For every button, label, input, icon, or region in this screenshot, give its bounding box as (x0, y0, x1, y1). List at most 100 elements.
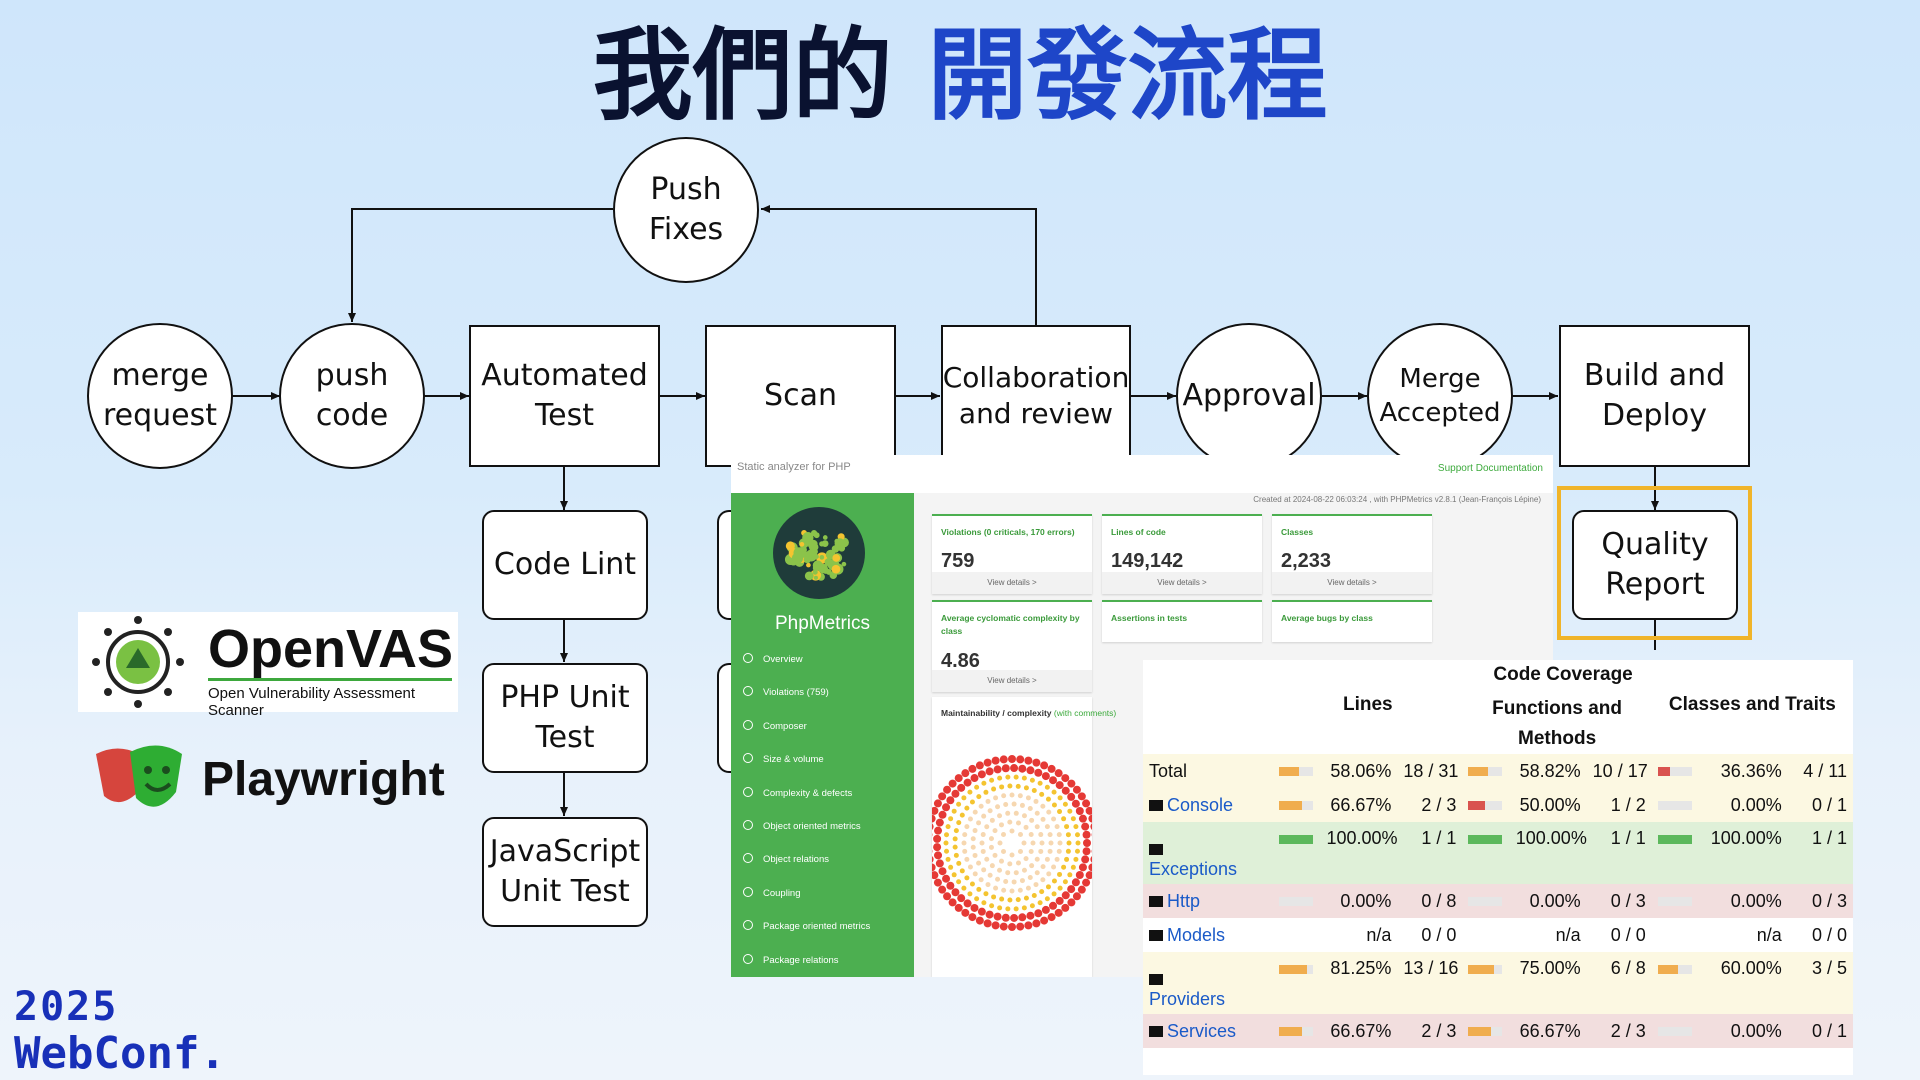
bubble (967, 789, 973, 795)
bubble (1005, 810, 1011, 816)
coverage-bar (1279, 897, 1314, 907)
node-scan: Scan (705, 325, 896, 467)
card-avg-complexity[interactable]: Average cyclomatic complexity by class 4… (932, 600, 1092, 692)
menu-item-label: Complexity & defects (763, 787, 853, 799)
coverage-row-name[interactable]: Http (1143, 884, 1273, 918)
coverage-row-name[interactable]: Models (1143, 918, 1273, 952)
phpmetrics-menu-item[interactable]: Coupling (743, 886, 870, 920)
phpmetrics-menu-item[interactable]: Composer (743, 719, 870, 753)
bubble (992, 852, 998, 858)
bubble (1013, 774, 1019, 780)
logo-dot (812, 569, 818, 575)
bubble (1024, 921, 1033, 930)
bubble (963, 899, 972, 908)
bubble (1009, 792, 1015, 798)
bubble (1057, 871, 1063, 877)
bubble (1057, 795, 1063, 801)
bubble (1025, 795, 1031, 801)
bubble (1023, 856, 1029, 862)
node-js-unit-test: JavaScript Unit Test (482, 817, 648, 927)
bubble (999, 858, 1004, 864)
phpmetrics-menu-item[interactable]: Package oriented metrics (743, 920, 870, 953)
bubble (988, 844, 994, 850)
phpmetrics-menu-item[interactable]: Object relations (743, 853, 870, 886)
bubble (1075, 806, 1084, 815)
bubble (1083, 839, 1091, 847)
bubble (956, 879, 962, 885)
phpmetrics-tagline: Static analyzer for PHP (737, 461, 851, 473)
menu-item-icon (743, 953, 753, 964)
bubble (970, 844, 976, 850)
bubble (1067, 872, 1073, 878)
bubble (981, 867, 987, 873)
bubble (942, 803, 951, 812)
card-lines-of-code[interactable]: Lines of code 149,142 View details > (1102, 514, 1262, 594)
bubble (1007, 861, 1013, 867)
bubble (1001, 913, 1010, 922)
bubble (1054, 856, 1060, 862)
phpmetrics-menu-item[interactable]: Violations (759) (743, 686, 870, 719)
bubble (989, 817, 995, 823)
coverage-bar (1657, 767, 1692, 777)
bubble (1047, 764, 1056, 773)
bubble (991, 921, 1000, 930)
coverage-bar (1657, 897, 1692, 907)
phpmetrics-menu-item[interactable]: Overview (743, 653, 870, 686)
coverage-bar-cell (1462, 918, 1509, 952)
card-details-link[interactable]: View details > (932, 670, 1092, 692)
phpmetrics-menu-item[interactable]: Object oriented metrics (743, 819, 870, 853)
card-details-link[interactable]: View details > (1272, 572, 1432, 594)
bubble (1025, 885, 1031, 891)
bubble (1029, 817, 1035, 823)
phpmetrics-menu-item[interactable]: Complexity & defects (743, 786, 870, 820)
bubble (1057, 885, 1063, 891)
support-docs-link[interactable]: Support Documentation (1437, 463, 1543, 474)
card-avg-bugs[interactable]: Average bugs by class (1272, 600, 1432, 642)
card-details-link[interactable]: View details > (1102, 572, 1262, 594)
coverage-row-name[interactable]: Providers (1143, 952, 1273, 1014)
node-push-fixes: Push Fixes (613, 137, 759, 283)
coverage-row-name[interactable]: Exceptions (1143, 822, 1273, 884)
bubble (948, 816, 954, 822)
card-violations[interactable]: Violations (0 criticals, 170 errors) 759… (932, 514, 1092, 594)
card-details-link[interactable]: View details > (932, 572, 1092, 594)
bubble (1078, 814, 1087, 823)
menu-item-icon (743, 653, 753, 663)
phpmetrics-topbar: Static analyzer for PHP Support Document… (731, 455, 1553, 493)
bubble (1040, 864, 1046, 870)
phpmetrics-menu-item[interactable]: Size & volume (743, 753, 870, 786)
phpmetrics-menu-item[interactable]: Package relations (743, 953, 870, 977)
menu-item-icon (743, 886, 753, 897)
node-automated-test: Automated Test (469, 325, 660, 467)
bubble (1023, 785, 1029, 791)
node-php-unit-test: PHP Unit Test (482, 663, 648, 773)
menu-item-icon (743, 920, 753, 931)
coverage-bar (1468, 897, 1503, 907)
bubble (997, 813, 1003, 819)
bubble (1044, 824, 1050, 830)
bubble (995, 876, 1001, 882)
bubble (1010, 913, 1019, 922)
coverage-bar-cell (1652, 952, 1699, 1014)
card-assertions[interactable]: Assertions in tests (1102, 600, 1262, 642)
card-classes[interactable]: Classes 2,233 View details > (1272, 514, 1432, 594)
bubble (1066, 840, 1072, 846)
coverage-bar-cell (1652, 822, 1699, 884)
bubble (1064, 824, 1070, 830)
functions-percent: 75.00% (1519, 958, 1581, 978)
bubble (1009, 852, 1015, 858)
menu-item-icon (743, 719, 753, 730)
classes-fraction: 0 / 3 (1811, 890, 1847, 911)
bubble (981, 813, 987, 819)
bubble (954, 774, 963, 783)
bubble (1039, 791, 1045, 797)
coverage-row-name[interactable]: Console (1143, 788, 1273, 822)
coverage-bar-cell (1273, 822, 1320, 884)
bubble (1074, 832, 1080, 838)
coverage-row-name[interactable]: Services (1143, 1014, 1273, 1048)
bubble (980, 832, 986, 838)
bubble (962, 848, 968, 854)
functions-fraction: 1 / 1 (1610, 828, 1646, 848)
logo-dot (813, 575, 818, 580)
bubble (974, 896, 980, 902)
